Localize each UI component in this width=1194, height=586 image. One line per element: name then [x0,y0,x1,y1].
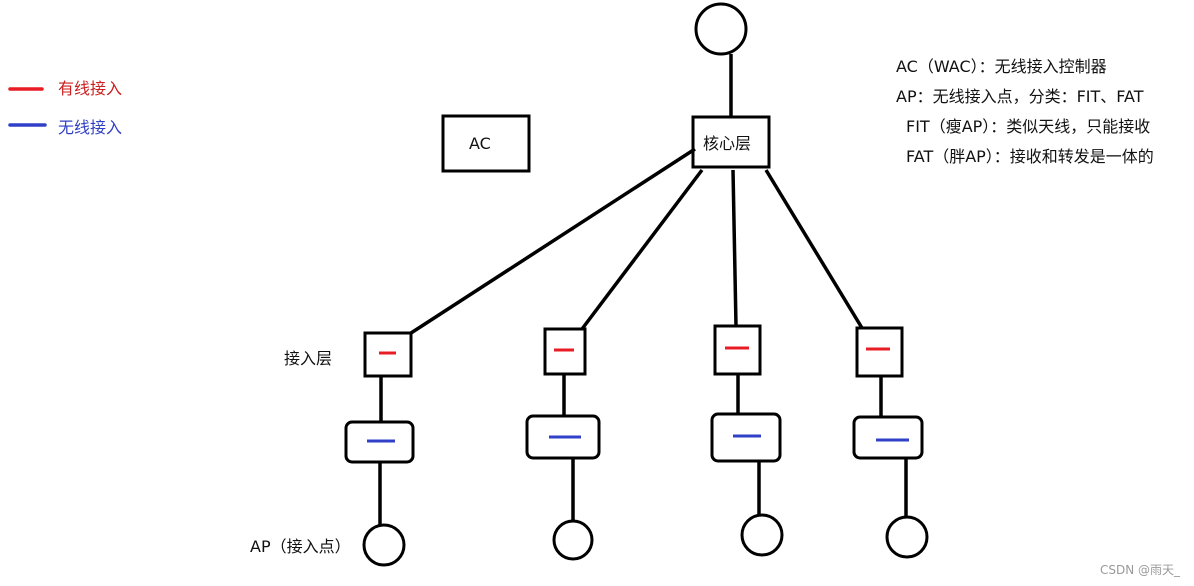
core-box [691,115,771,169]
access-switch-3 [713,324,762,376]
watermark: CSDN @雨天_ [1099,563,1180,577]
core-layer-label: 核心层 [703,134,752,153]
note-ap-definition: AP：无线接入点，分类：FIT、FAT [896,87,1144,106]
ap-endpoint-1 [362,523,406,567]
ac-box [441,114,531,173]
note-fat-definition: FAT（胖AP）：接收和转发是一体的 [906,147,1154,166]
ap-label: AP（接入点） [250,537,351,556]
notes-block: AC（WAC）：无线接入控制器 AP：无线接入点，分类：FIT、FAT FIT（… [896,52,1154,172]
branch-1 [344,331,415,567]
note-ac-definition: AC（WAC）：无线接入控制器 [896,57,1107,76]
core-link-4 [764,169,864,329]
legend-wired-label: 有线接入 [58,79,123,98]
ap-endpoint-2 [552,519,594,561]
branch-4 [852,326,929,559]
core-link-3 [731,169,738,327]
top-node [694,2,748,56]
core-link-2 [580,168,704,331]
note-fit-definition: FIT（瘦AP）：类似天线，只能接收 [906,117,1151,136]
ap-device-4 [852,415,924,460]
ac-label: AC [469,134,491,153]
access-layer-label: 接入层 [284,349,333,368]
ap-endpoint-4 [885,515,929,559]
core-link-1 [410,147,696,335]
branch-2 [525,327,601,561]
access-switch-4 [855,326,904,378]
branch-3 [710,324,784,557]
ap-endpoint-3 [740,513,784,557]
legend-wireless-label: 无线接入 [58,118,123,137]
